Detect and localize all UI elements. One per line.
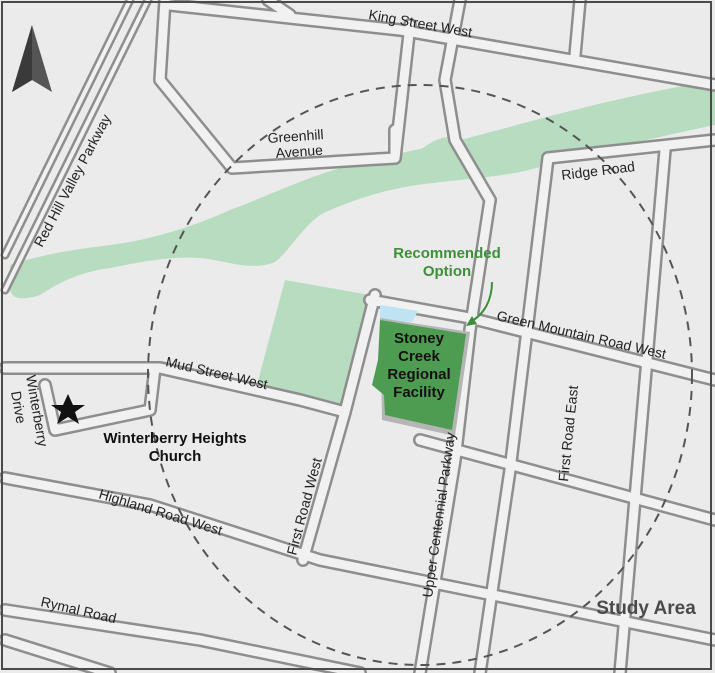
label-facility-line3: Regional xyxy=(387,366,450,383)
label-greenhill-line1: Greenhill xyxy=(267,126,324,146)
creek-corridor xyxy=(10,80,715,299)
park-area xyxy=(255,280,370,412)
star-icon xyxy=(51,394,85,424)
label-recommended-line1: Recommended xyxy=(393,245,501,262)
label-facility-line2: Creek xyxy=(398,348,440,365)
label-study-area: Study Area xyxy=(596,598,696,619)
label-facility-line1: Stoney xyxy=(394,330,445,347)
north-arrow-shade xyxy=(12,25,32,92)
water-pond xyxy=(380,305,418,322)
recommended-arrow-head xyxy=(466,316,477,326)
label-church-line2: Church xyxy=(149,448,202,465)
label-recommended-line2: Option xyxy=(423,263,471,280)
study-area-boundary xyxy=(147,84,693,666)
facility-area xyxy=(372,320,466,430)
label-greenhill-line2: Avenue xyxy=(275,142,323,161)
label-church-line1: Winterberry Heights xyxy=(103,430,246,447)
label-facility-line4: Facility xyxy=(393,384,445,401)
label-winterberry-line2: Drive xyxy=(8,390,29,425)
